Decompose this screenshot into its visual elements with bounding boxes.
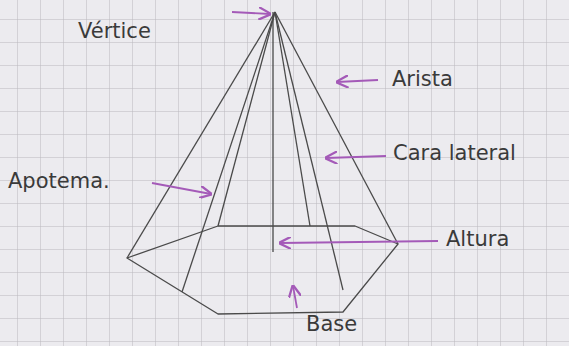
vertex-label: Vértice (78, 20, 151, 43)
base-label: Base (306, 313, 357, 336)
pyramid (127, 12, 398, 314)
apothem-label: Apotema. (8, 170, 110, 193)
height-label: Altura (446, 228, 509, 251)
edge-label: Arista (392, 68, 453, 91)
face-label: Cara lateral (393, 142, 516, 165)
